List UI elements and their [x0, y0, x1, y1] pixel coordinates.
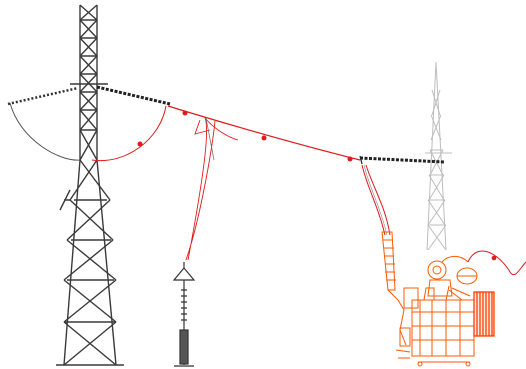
transformer-radiator: [473, 291, 495, 337]
jumper-spacer-node: [137, 141, 143, 147]
tap-off-conductor: [185, 117, 239, 261]
conductor-node-1: [182, 110, 188, 116]
background-tower: [425, 61, 452, 251]
tap-off-strain: [205, 117, 215, 161]
red-jumper-loop: [91, 105, 167, 162]
span-conductor: [167, 105, 361, 161]
outgoing-lead-node: [491, 255, 497, 261]
conductor-node-3: [347, 156, 353, 162]
transformer-drop-leads: [361, 164, 391, 236]
conductor-node-2: [261, 135, 267, 141]
tower-insulator-string: [96, 85, 171, 106]
left-insulator-string: [7, 86, 79, 106]
right-insulator-string: [359, 156, 445, 164]
power-transformer: [381, 231, 483, 367]
grey-drop-lead: [363, 164, 388, 236]
left-transmission-tower: [56, 4, 124, 366]
grey-jumper-loop: [9, 102, 81, 161]
transformer-outgoing-lead: [467, 250, 526, 276]
surge-arrester: [172, 262, 196, 367]
right-hanger: [359, 155, 363, 165]
